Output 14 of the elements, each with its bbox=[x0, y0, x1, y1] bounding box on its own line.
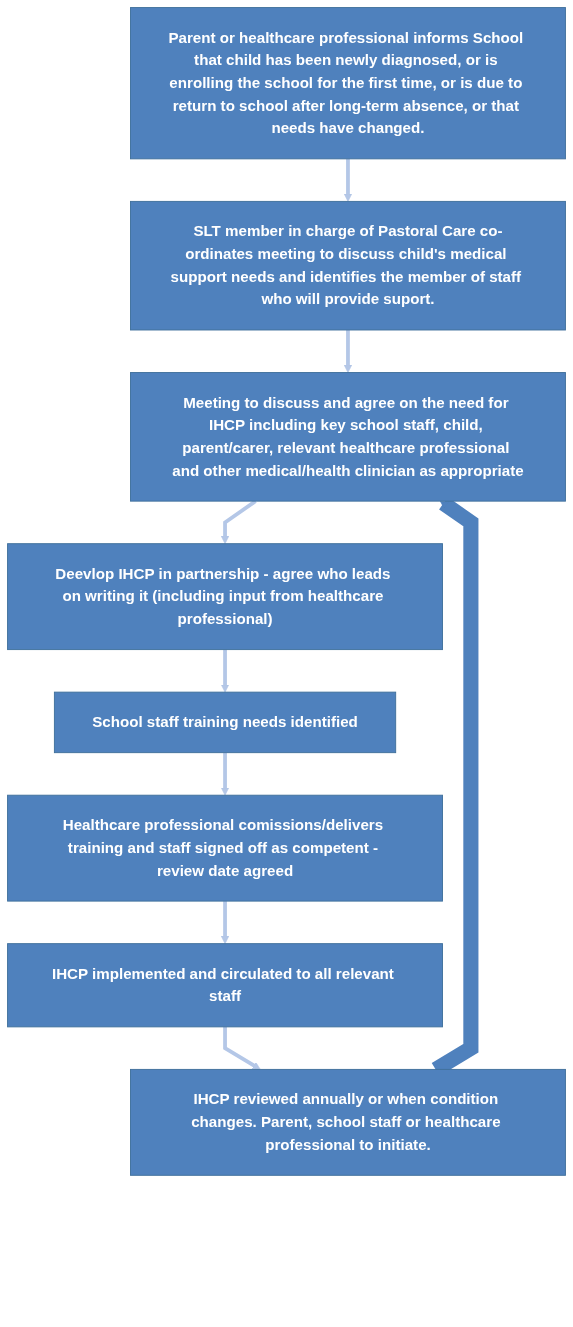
arrow bbox=[223, 1026, 261, 1070]
arrow bbox=[220, 649, 230, 693]
node-box: School staff training needs identified bbox=[53, 691, 397, 754]
node-box: IHCP reviewed annually or when condition changes. Parent, school staff or healthcare professional to initiate. bbox=[130, 1068, 566, 1176]
arrow bbox=[220, 752, 230, 796]
node-box: Healthcare professional comissions/delivers training and staff signed off as competent - review date agreed bbox=[7, 794, 443, 902]
node-box: IHCP implemented and circulated to all relevant staff bbox=[7, 943, 443, 1028]
arrow bbox=[343, 330, 353, 373]
node-box: SLT member in charge of Pastoral Care co-ordinates meeting to discuss child's medical support needs and identifies the member of staff who will provide suport. bbox=[130, 200, 566, 331]
node-box: Parent or healthcare professional informs School that child has been newly diagnosed, or is enrolling the school for the first time, or is due to return to school after long-term absence, or that needs have changed. bbox=[130, 7, 566, 160]
node-box: Meeting to discuss and agree on the need for IHCP including key school staff, child, parent/carer, relevant healthcare professional and other medical/health clinician as appropriate bbox=[130, 372, 566, 502]
arrow bbox=[220, 901, 230, 945]
arrow bbox=[343, 158, 353, 202]
node-box: Deevlop IHCP in partnership - agree who leads on writing it (including input from healthcare professional) bbox=[7, 543, 443, 651]
